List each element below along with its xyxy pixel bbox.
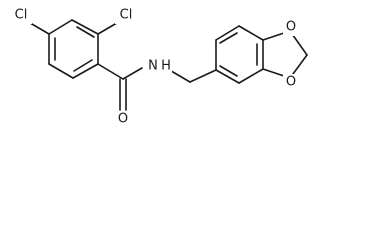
ring-a-bond [48, 63, 74, 79]
ring-a-bond [76, 26, 95, 38]
ring-b-bond [215, 25, 240, 41]
atom-h-amide: H [161, 59, 171, 74]
atom-cl-para: Cl [15, 8, 28, 23]
ring-b-bond [219, 65, 238, 77]
bond-lines [24, 19, 308, 111]
amide-cn-bond [122, 67, 143, 80]
atom-o-dioxole-bottom: O [286, 75, 296, 90]
ring-a-bond [72, 63, 99, 79]
ring-b-bond [238, 68, 264, 84]
ring-b-bond [215, 69, 240, 84]
atom-o-dioxole-top: O [286, 20, 296, 35]
ring-b-bond [219, 32, 238, 44]
atom-labels: Cl Cl N H O O O [10, 7, 299, 128]
atom-o-carbonyl: O [118, 112, 128, 127]
ring-a-bond [71, 19, 99, 35]
ring-a-bond [48, 19, 73, 35]
ring-carbonyl-bond [97, 63, 124, 80]
ring-a-bond [73, 59, 93, 72]
atom-n-amide: N [148, 59, 158, 74]
chemical-structure-diagram: Cl Cl N H O O O [10, 7, 308, 128]
ring-b-bond [238, 25, 264, 41]
atom-cl-ortho: Cl [120, 8, 133, 23]
ch2-ring-bond [189, 69, 217, 83]
